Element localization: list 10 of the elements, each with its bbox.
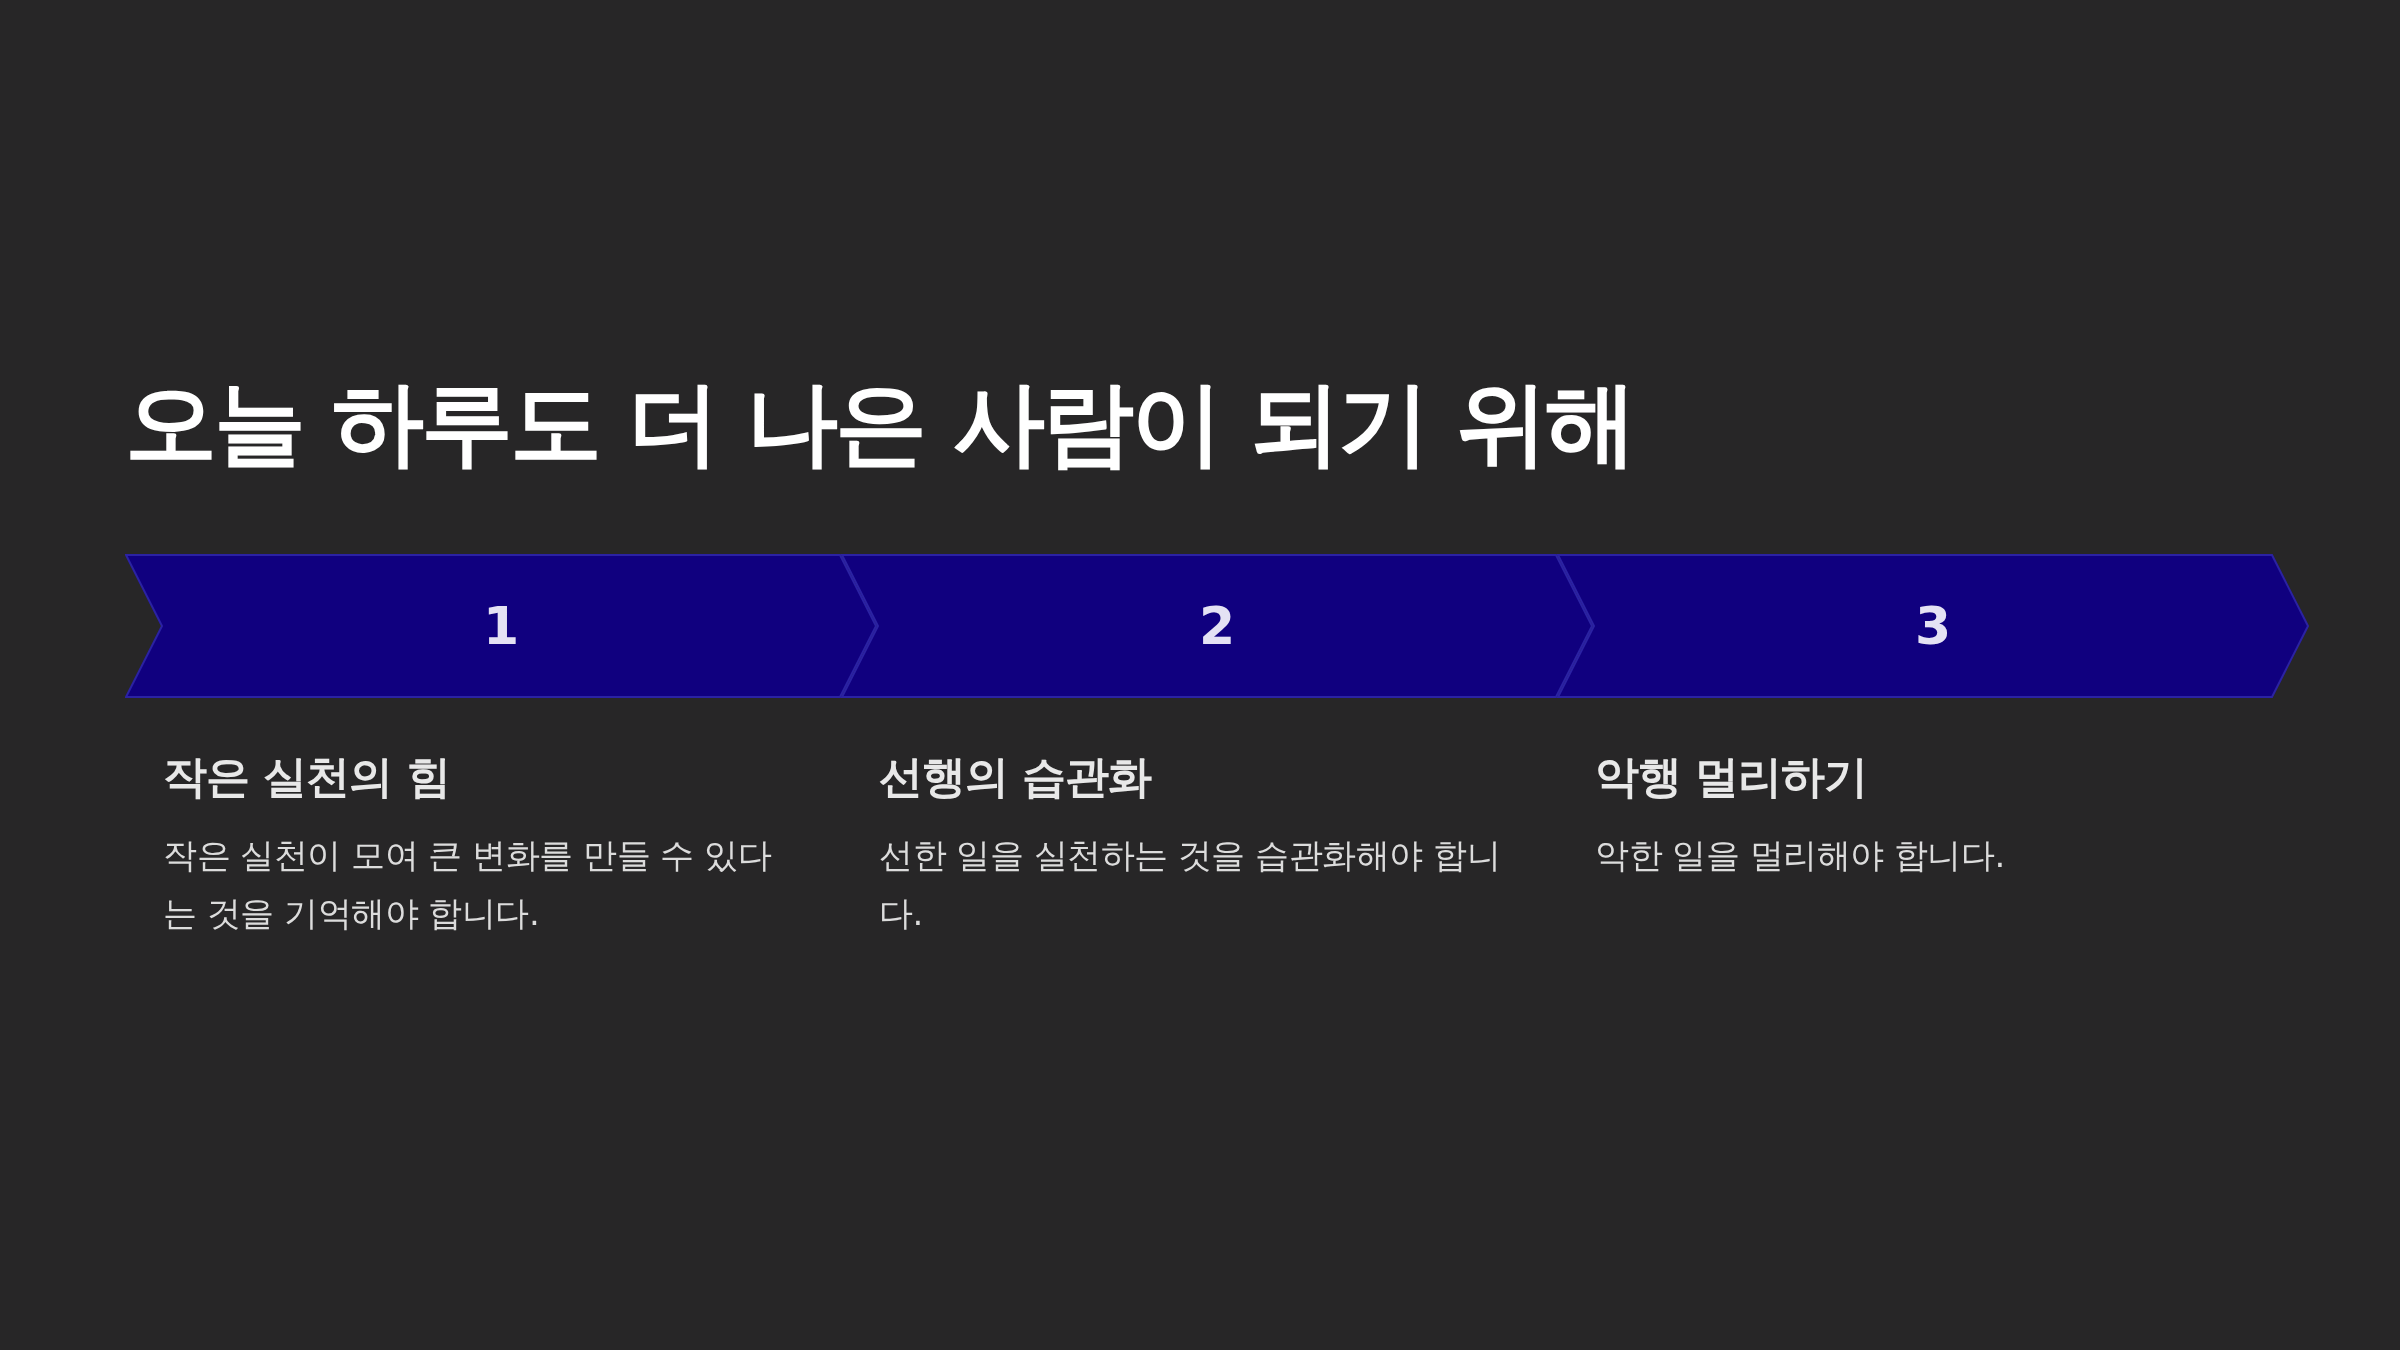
step-heading: 악행 멀리하기 (1595, 750, 1868, 804)
slide-title: 오늘 하루도 더 나은 사람이 되기 위해 (125, 369, 1635, 479)
step-heading: 작은 실천의 힘 (163, 750, 450, 804)
step-number: 3 (1914, 596, 1952, 656)
step-heading: 선행의 습관화 (879, 750, 1152, 804)
step-number: 2 (1198, 596, 1236, 656)
step-description: 작은 실천이 모여 큰 변화를 만들 수 있다는 것을 기억해야 합니다. (163, 834, 773, 935)
step-description: 선한 일을 실천하는 것을 습관화해야 합니다. (879, 834, 1502, 935)
step-description: 악한 일을 멀리해야 합니다. (1595, 834, 2006, 877)
step-number: 1 (482, 596, 520, 656)
